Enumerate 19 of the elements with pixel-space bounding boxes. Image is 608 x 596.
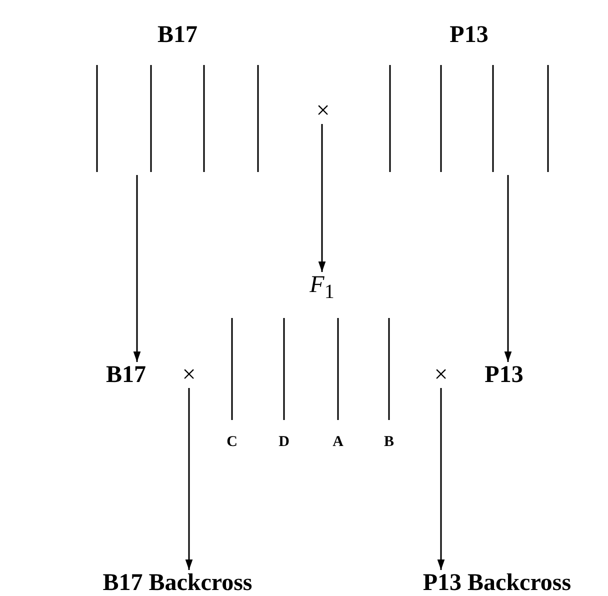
parent-label: B17 bbox=[95, 362, 157, 390]
arrow bbox=[185, 388, 193, 570]
parent-label: P13 bbox=[466, 362, 542, 390]
cross-symbol: × bbox=[176, 362, 202, 388]
parent-label: B17 bbox=[156, 22, 198, 48]
arrow bbox=[318, 124, 326, 272]
gene-label: C bbox=[226, 433, 238, 451]
gene-label: A bbox=[332, 433, 344, 451]
cross-symbol: × bbox=[310, 98, 336, 124]
arrow bbox=[133, 175, 141, 362]
offspring-label: P13 Backcross bbox=[392, 570, 602, 596]
gene-label: B bbox=[382, 433, 395, 451]
generation-label: F$_{1}$ bbox=[308, 272, 336, 305]
gene-label: D bbox=[278, 433, 290, 451]
arrow bbox=[437, 388, 445, 570]
arrow bbox=[504, 175, 512, 362]
offspring-label: B17 Backcross bbox=[70, 570, 285, 596]
cross-symbol: × bbox=[428, 362, 454, 388]
parent-label: P13 bbox=[448, 22, 490, 48]
